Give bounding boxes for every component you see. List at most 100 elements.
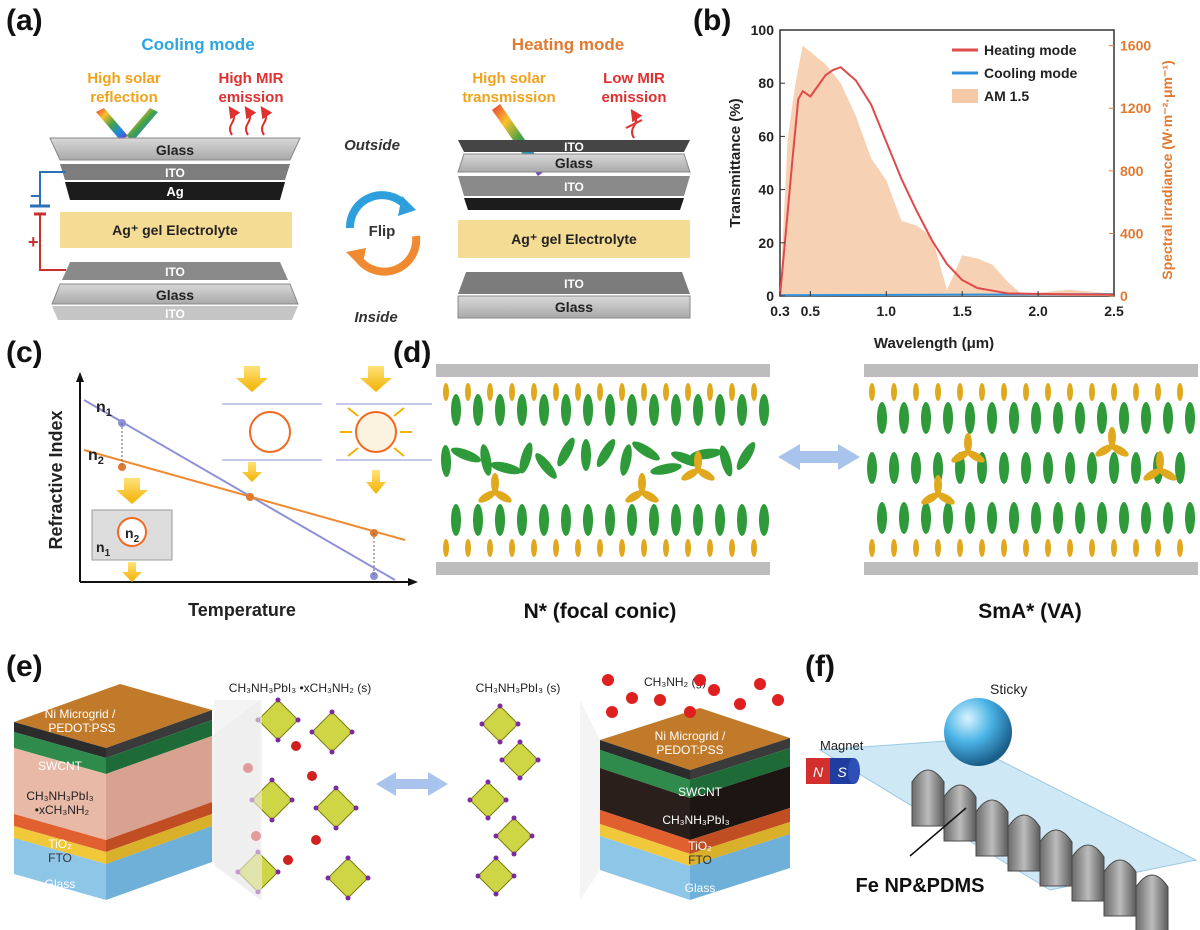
lc-molecule [1109,452,1119,484]
n1-line [83,399,396,581]
lc-molecule [596,439,616,467]
lc-molecule [561,504,571,536]
lc-molecule [539,504,549,536]
am15-series [780,45,1114,296]
am15-area [780,45,1114,296]
methylamine-molecule [283,855,293,865]
ridge [975,799,1009,857]
smectic-molecules [867,383,1195,557]
dopant-molecule [707,539,713,557]
ridge [911,769,945,827]
reflection-beam-icon [96,108,158,140]
y-tick-label: 40 [758,182,774,198]
ridge [1135,874,1169,930]
dopant-molecule [531,383,537,401]
magnet-icon: N S [806,758,860,784]
dopant-molecule [575,383,581,401]
temperature-label: Temperature [188,600,296,620]
left-pedot-label: PEDOT:PSS [48,721,115,735]
dopant-molecule [1023,383,1029,401]
chiral-dopant [951,433,985,463]
chiral-dopant [478,473,512,503]
dopant-molecule [509,539,515,557]
panel-f: Sticky Magnet N S Fe NP&PDMS [806,681,1198,930]
high-mir-line1: High MIR [219,70,284,87]
chiral-dopant [681,451,715,481]
dopant-molecule [663,539,669,557]
panel-e: Ni Microgrid / PEDOT:PSS SWCNT CH₃NH₃PbI… [14,674,790,901]
lc-molecule [759,504,769,536]
dopant-molecule [443,383,449,401]
y2-tick-label: 1600 [1120,38,1151,54]
lc-molecule [583,394,593,426]
right-cell-top [864,364,1198,377]
cool-ito-bottom: ITO [165,265,185,279]
panel-a: Cooling mode Heating mode High solar ref… [28,35,691,326]
left-micro-label: Ni Microgrid / [45,707,116,721]
lc-molecule [620,444,632,476]
lc-molecule [877,502,887,534]
dopant-molecule [553,383,559,401]
ridge-array [911,769,1169,930]
left-glass-label: Glass [45,877,76,891]
cool-ag: Ag [166,184,183,199]
y-tick-label: 80 [758,75,774,91]
dopant-molecule [575,539,581,557]
dopant-molecule [751,539,757,557]
right-glass-label: Glass [685,881,716,895]
lc-molecule [889,452,899,484]
lc-molecule [877,402,887,434]
gas-molecule [684,706,696,718]
left-perov-label: CH₃NH₃PbI₃ [26,789,93,803]
double-arrow-e-icon [376,772,448,796]
left-tio2-label: TiO₂ [48,837,72,851]
right-pedot-label: PEDOT:PSS [656,743,723,757]
lc-molecule [1021,452,1031,484]
panel-d: N* (focal conic) SmA* (VA) [436,364,1198,623]
flip-cycle-icon [345,191,421,276]
dopant-molecule [1177,539,1183,557]
n2-label: n2 [88,447,104,467]
lc-molecule [1075,402,1085,434]
gas-molecule [626,692,638,704]
right-fto-label: FTO [688,853,712,867]
dopant-molecule [1133,539,1139,557]
lc-molecule [1065,452,1075,484]
dopant-molecule [869,383,875,401]
inside-label: Inside [354,309,397,326]
minus-sign: − [30,186,41,206]
lc-molecule [581,439,591,471]
dopant-molecule [935,539,941,557]
panel-label-f: (f) [805,650,835,683]
lc-molecule [605,394,615,426]
legend-cooling: Cooling mode [984,65,1078,81]
dopant-molecule [729,539,735,557]
lc-molecule [450,447,482,463]
lc-molecule [737,394,747,426]
y2-tick-label: 400 [1120,225,1144,241]
dopant-molecule [1133,383,1139,401]
lc-molecule [451,504,461,536]
lc-molecule [1087,452,1097,484]
lc-molecule [899,502,909,534]
lc-molecule [1185,502,1195,534]
x-tick-label: 0.5 [801,303,821,319]
flip-label: Flip [369,223,396,240]
ridge [1039,829,1073,887]
lc-molecule [1141,402,1151,434]
lc-molecule [495,504,505,536]
low-mir-arrow-icon [625,109,643,139]
lc-molecule [649,504,659,536]
lc-molecule [490,461,522,475]
lc-molecule [1185,402,1195,434]
chart-legend: Heating mode Cooling mode AM 1.5 [952,42,1078,104]
lc-molecule [943,402,953,434]
gas-molecule [602,674,614,686]
inset-n2: n2 [125,525,140,545]
lc-molecule [650,463,682,475]
panel-label-b: (b) [693,4,731,37]
formula-mid: CH₃NH₃PbI₃ (s) [476,681,561,695]
focal-conic-molecules [440,383,769,557]
sticky-label: Sticky [990,681,1027,697]
